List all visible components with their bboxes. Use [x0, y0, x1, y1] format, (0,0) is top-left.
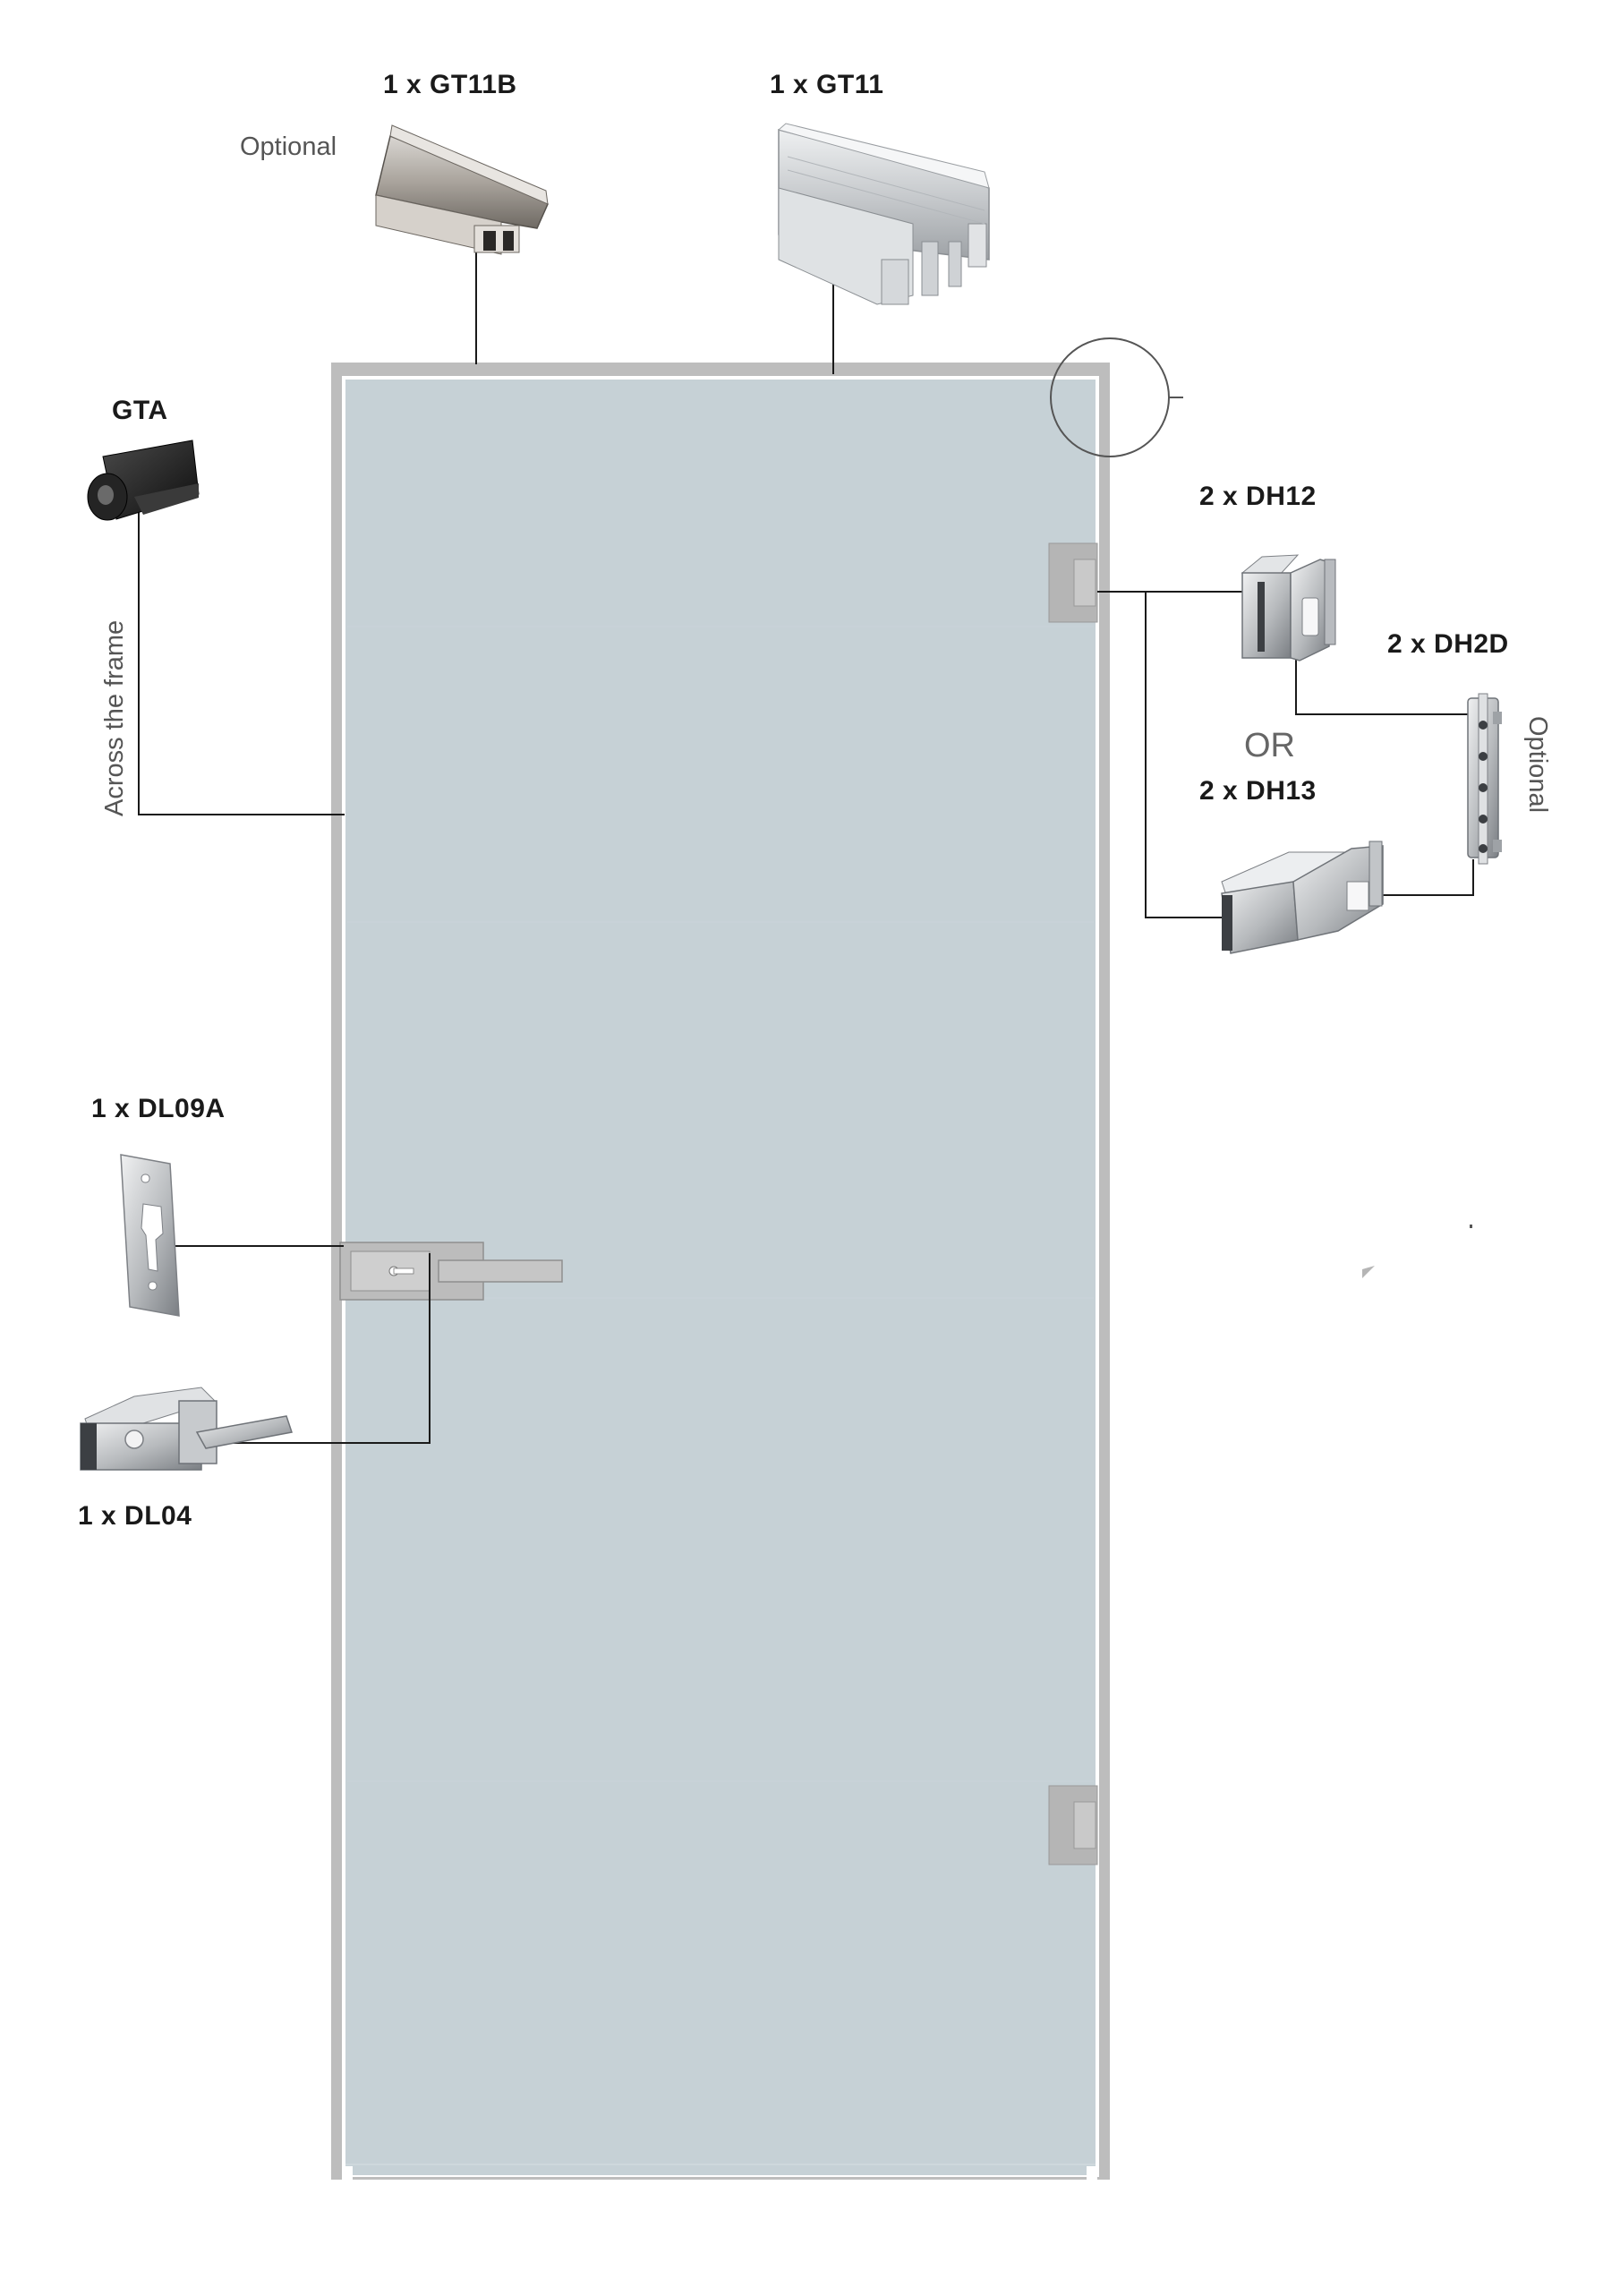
label-gt11b-optional: Optional — [240, 132, 337, 161]
dh13-hinge-icon — [1221, 841, 1384, 954]
label-across-the-frame: Across the frame — [100, 619, 129, 816]
label-dl09a: 1 x DL09A — [91, 1094, 226, 1123]
label-gta: GTA — [112, 396, 168, 425]
label-dh12: 2 x DH12 — [1199, 482, 1317, 511]
dh12-hinge-icon — [1241, 554, 1336, 661]
label-dl04: 1 x DL04 — [78, 1501, 192, 1531]
label-gt11: 1 x GT11 — [770, 70, 884, 99]
door-lock-handle — [339, 1242, 563, 1301]
label-gt11b: 1 x GT11B — [383, 70, 517, 99]
label-dh2d: 2 x DH2D — [1387, 629, 1509, 659]
dl09a-strike-plate-icon — [120, 1154, 180, 1317]
label-dh2d-optional: Optional — [1523, 716, 1552, 814]
gt11b-profile-icon — [375, 124, 549, 255]
gta-seal-icon — [87, 440, 200, 521]
label-or: OR — [1244, 727, 1295, 764]
dl04-handle-icon — [80, 1387, 293, 1471]
door-frame — [331, 363, 1110, 2180]
dh2d-plate-icon — [1467, 693, 1502, 865]
hinge-bottom — [1048, 1785, 1098, 1865]
hinge-top — [1048, 542, 1098, 623]
label-dh13: 2 x DH13 — [1199, 776, 1317, 806]
gt11-profile-icon — [777, 123, 990, 305]
leader-lines — [138, 228, 1477, 1444]
